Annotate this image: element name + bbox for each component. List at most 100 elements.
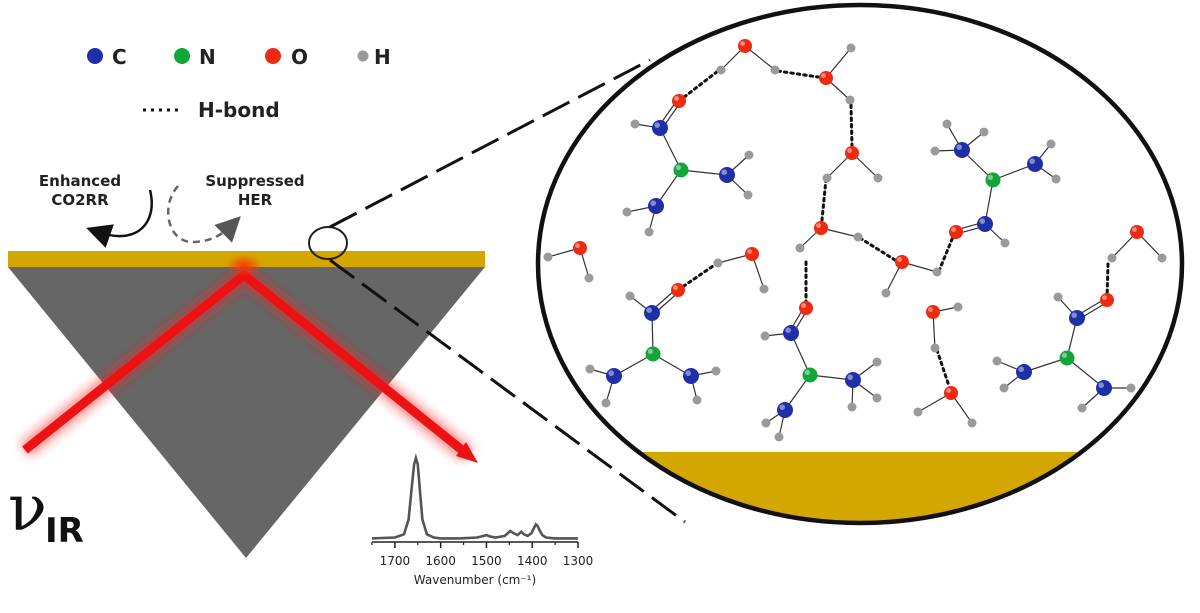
hydrogen-atom <box>873 173 883 183</box>
atom-highlight <box>747 249 752 254</box>
spectrum-tick-label: 1700 <box>380 554 411 568</box>
legend-nitrogen-label: N <box>199 45 216 69</box>
hydrogen-bond <box>937 230 957 273</box>
spectrum-tick-label: 1300 <box>563 554 594 568</box>
carbon-atom <box>1069 310 1085 326</box>
hydrogen-atom <box>853 232 863 242</box>
hydrogen-atom <box>716 65 726 75</box>
oxygen-atom <box>845 146 859 160</box>
zoom-line-bottom <box>329 258 686 524</box>
atom-highlight <box>608 370 614 377</box>
zoom-circle-outline <box>535 2 1185 526</box>
atoms <box>543 39 1167 442</box>
beam-arrowhead-icon <box>456 442 478 463</box>
atom-highlight <box>685 370 691 377</box>
oxygen-atom <box>738 39 752 53</box>
hydrogen-bond <box>935 348 951 388</box>
atom-highlight <box>650 200 656 206</box>
oxygen-atom <box>1100 293 1114 307</box>
hydrogen-atom <box>979 127 989 137</box>
hydrogen-atom <box>585 364 595 374</box>
hydrogen-atom <box>967 418 977 428</box>
hydrogen-atom <box>913 407 923 417</box>
nitrogen-atom <box>645 346 661 362</box>
hydrogen-atom <box>845 95 855 105</box>
hydrogen-bond <box>820 177 828 222</box>
oxygen-atom <box>573 241 587 255</box>
hydrogen-bond <box>858 236 897 262</box>
hydrogen-bonds <box>676 69 1110 388</box>
hydrogen-atom <box>1107 253 1117 263</box>
legend-oxygen-label: O <box>291 45 308 69</box>
oxygen-atom <box>926 305 940 319</box>
nitrogen-atom <box>802 367 818 383</box>
spectrum-tick-label: 1400 <box>517 554 548 568</box>
zoom-spot <box>308 226 348 260</box>
oxygen-atom <box>745 247 759 261</box>
oxygen-atom <box>1130 225 1144 239</box>
hydrogen-atom <box>1046 139 1056 149</box>
hydrogen-atom <box>795 243 805 253</box>
hydrogen-atom <box>622 207 632 217</box>
hydrogen-atom <box>1126 383 1136 393</box>
atom-highlight <box>721 169 727 175</box>
hydrogen-atom <box>942 119 952 129</box>
atom-highlight <box>946 388 951 393</box>
oxygen-atom <box>944 386 958 400</box>
hydrogen-atom <box>759 284 769 294</box>
carbon-atom <box>606 368 622 384</box>
zoom-circle <box>535 2 1185 526</box>
hydrogen-atom <box>999 383 1009 393</box>
hydrogen-atom <box>872 393 882 403</box>
atom-highlight <box>979 218 985 224</box>
nitrogen-atom <box>985 172 1001 188</box>
hydrogen-atom <box>543 252 553 262</box>
legend-carbon-icon <box>87 48 103 64</box>
atom-highlight <box>987 174 993 180</box>
carbon-atom <box>648 198 664 214</box>
atom-highlight <box>740 41 745 46</box>
atr-prism <box>8 267 485 558</box>
hydrogen-atom <box>1077 403 1087 413</box>
hydrogen-atom <box>822 173 832 183</box>
atom-highlight <box>1071 312 1077 319</box>
hydrogen-atom <box>625 291 635 301</box>
hydrogen-atom <box>1000 238 1010 248</box>
atom-highlight <box>654 122 660 128</box>
atom-highlight <box>821 73 826 79</box>
carbon-atom <box>644 305 660 321</box>
oxygen-atom <box>814 221 828 235</box>
carbon-atom <box>719 167 735 183</box>
enhanced-label-1: Enhanced <box>39 172 121 190</box>
hydrogen-atom <box>1051 174 1061 184</box>
nitrogen-atom <box>673 162 689 178</box>
atom-highlight <box>673 285 678 290</box>
atom-highlight <box>779 404 785 411</box>
atom-highlight <box>804 369 810 375</box>
hydrogen-atom <box>930 343 940 353</box>
legend-hbond-label: H-bond <box>198 98 280 122</box>
atom-highlight <box>847 148 852 153</box>
atom-highlight <box>1029 158 1035 164</box>
atom-highlight <box>847 374 853 381</box>
carbon-atom <box>977 216 993 232</box>
enhanced-arrow-icon <box>86 189 153 248</box>
hydrogen-atom <box>953 302 963 312</box>
hydrogen-atom <box>743 190 753 200</box>
atom-highlight <box>816 223 821 228</box>
hydrogen-atom <box>760 331 770 341</box>
hydrogen-bond <box>849 103 854 148</box>
carbon-atom <box>777 402 793 418</box>
nu-subscript: IR <box>45 511 84 551</box>
atom-highlight <box>785 327 791 334</box>
hydrogen-atom <box>1157 253 1167 263</box>
hydrogen-atom <box>770 65 780 75</box>
legend-hydrogen-icon <box>357 50 369 62</box>
atom-highlight <box>647 348 653 354</box>
suppressed-arrow-icon <box>166 185 241 244</box>
hydrogen-atom <box>846 43 856 53</box>
atom-highlight <box>897 257 902 262</box>
molecules <box>543 39 1167 442</box>
spectrum-tick-label: 1600 <box>425 554 456 568</box>
